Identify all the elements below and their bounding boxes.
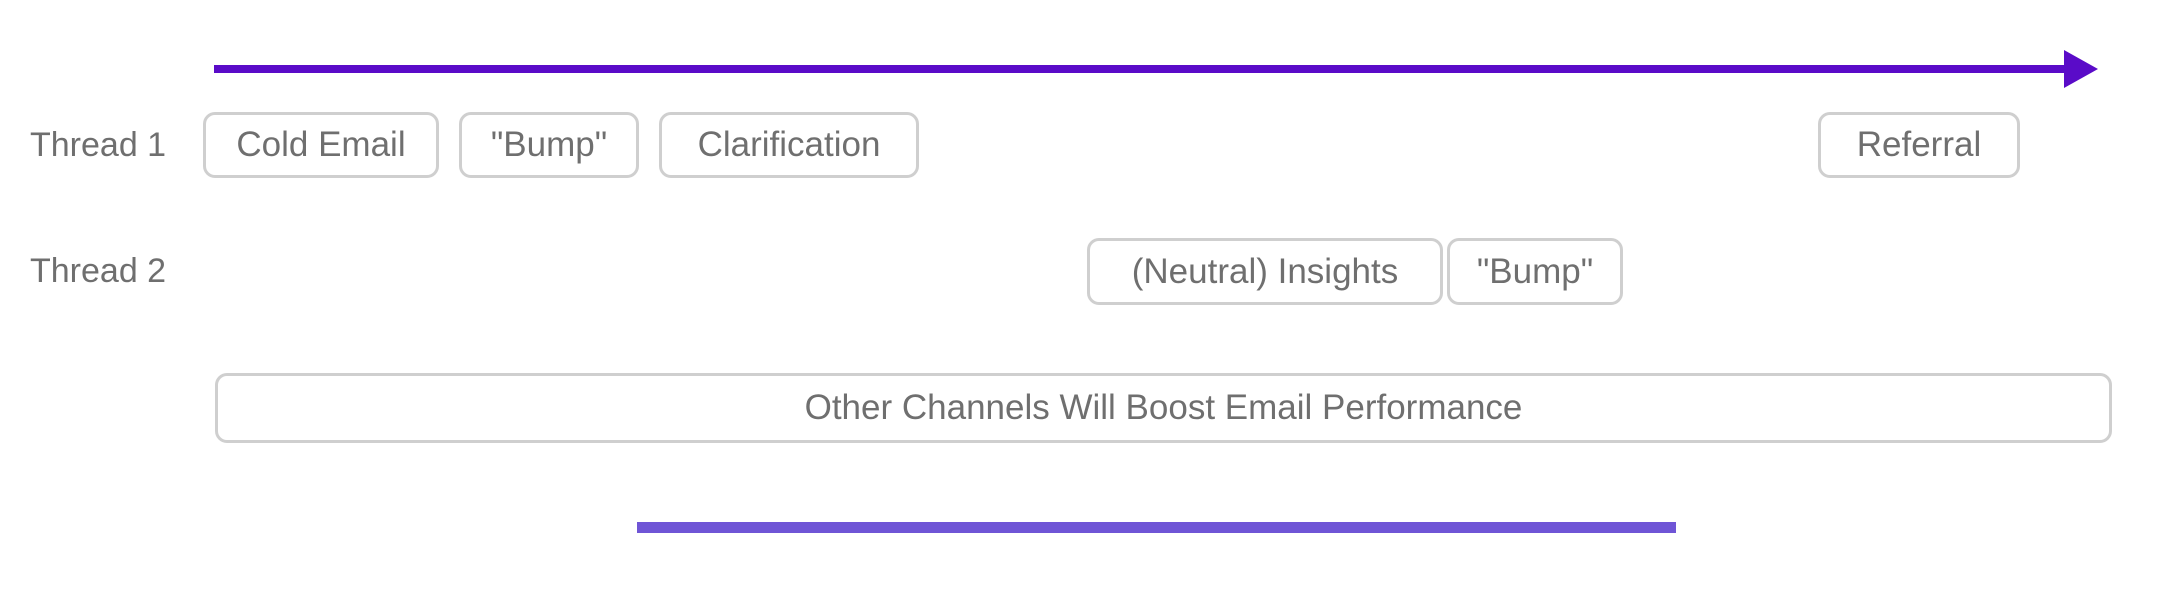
thread2-label: Thread 2 <box>30 252 167 290</box>
thread1-box-clarification: Clarification <box>659 112 919 178</box>
thread1-box-bump: "Bump" <box>459 112 639 178</box>
thread1-box-cold-email: Cold Email <box>203 112 439 178</box>
thread2-box-bump: "Bump" <box>1447 238 1623 305</box>
highlight-underline-bar <box>637 522 1676 533</box>
thread1-label: Thread 1 <box>30 125 167 164</box>
thread1-box-referral: Referral <box>1818 112 2020 178</box>
other-channels-banner: Other Channels Will Boost Email Performa… <box>215 373 2112 443</box>
arrow-right-icon <box>2064 50 2098 88</box>
thread2-box-neutral-insights: (Neutral) Insights <box>1087 238 1443 305</box>
timeline-arrow-line <box>214 65 2066 73</box>
